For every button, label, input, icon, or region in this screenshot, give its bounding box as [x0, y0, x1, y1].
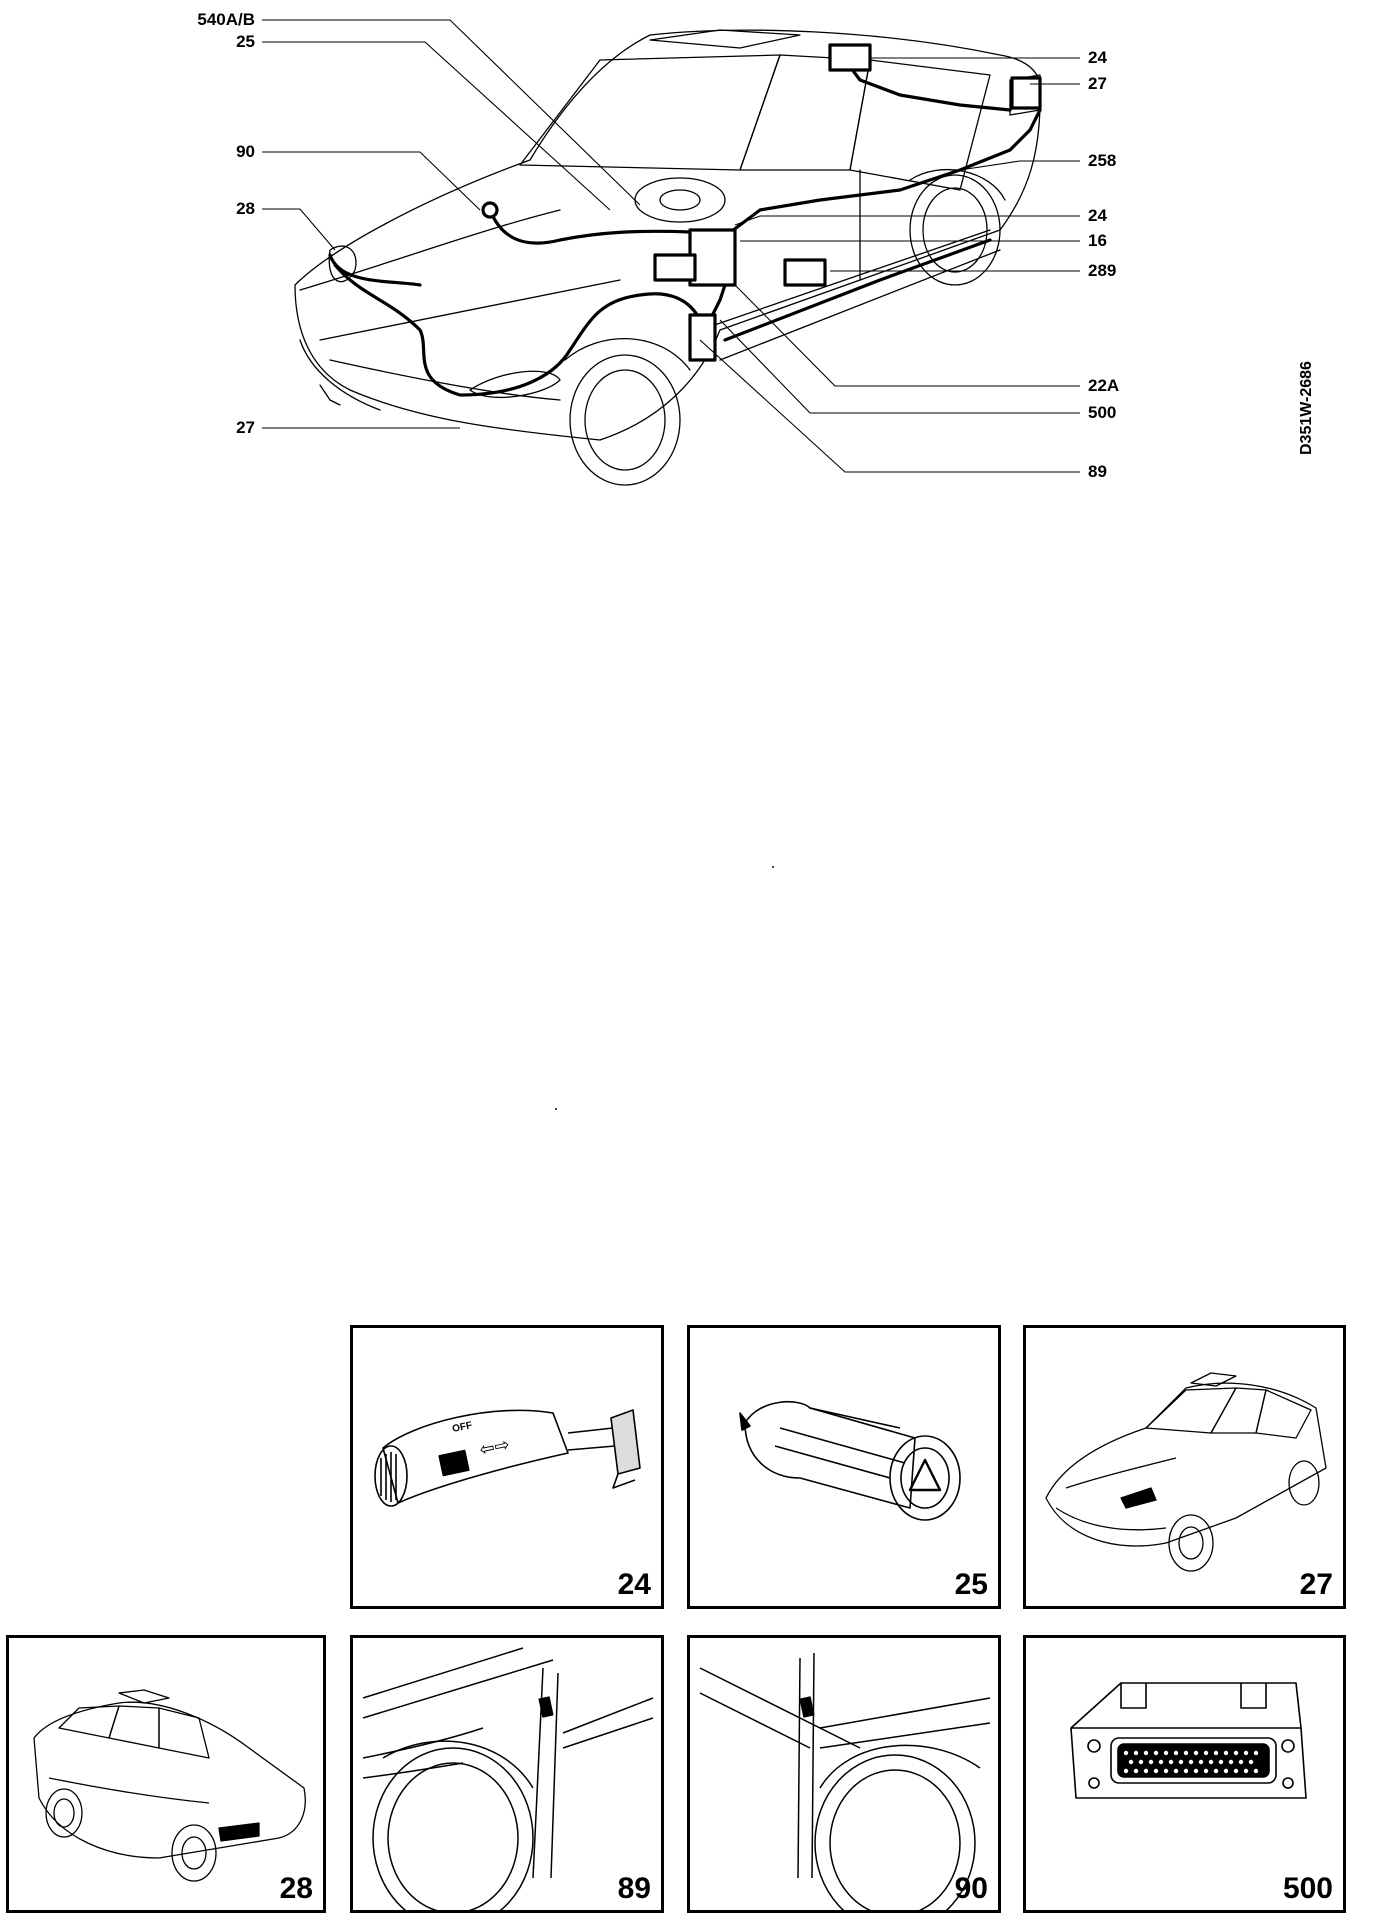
stalk-off-label: OFF — [451, 1420, 473, 1435]
callout-258: 258 — [1088, 151, 1117, 170]
callout-24-roof: 24 — [1088, 48, 1107, 67]
callout-89: 89 — [1088, 462, 1107, 481]
callout-25: 25 — [236, 32, 255, 51]
hazard-switch-icon — [739, 1400, 961, 1521]
front-wheel-arch-icon — [362, 1647, 654, 1910]
turn-signal-stalk-icon: OFF ⇦⇨ — [374, 1409, 641, 1507]
car-rear-view-icon — [33, 1689, 306, 1882]
callout-500: 500 — [1088, 403, 1117, 422]
panel-25: 25 — [687, 1325, 1001, 1609]
car-wiring-diagram — [262, 19, 1080, 486]
callout-22a: 22A — [1088, 376, 1120, 395]
callout-90: 90 — [236, 142, 255, 161]
panel-number: 25 — [954, 1568, 988, 1601]
panel-28: 28 — [6, 1635, 326, 1913]
figure-code-text: D351W-2686 — [1298, 361, 1315, 455]
panel-number: 27 — [1299, 1568, 1333, 1601]
panel-number: 90 — [954, 1872, 988, 1905]
callout-16: 16 — [1088, 231, 1107, 250]
panel-number: 500 — [1282, 1872, 1333, 1905]
callout-289: 289 — [1088, 261, 1117, 280]
front-wheel-arch-icon — [699, 1652, 991, 1910]
panel-number: 24 — [617, 1568, 651, 1601]
panel-500: 500 — [1023, 1635, 1346, 1913]
panel-27: 27 — [1023, 1325, 1346, 1609]
panel-number: 28 — [279, 1872, 313, 1905]
car-front-view-icon — [1045, 1372, 1327, 1572]
callout-27-rear: 27 — [1088, 74, 1107, 93]
stalk-arrow-symbol: ⇦⇨ — [478, 1434, 512, 1461]
panel-89: 89 — [350, 1635, 664, 1913]
callout-28: 28 — [236, 199, 255, 218]
callout-27-front: 27 — [236, 418, 255, 437]
callout-540ab: 540A/B — [197, 10, 255, 29]
panel-number: 89 — [617, 1872, 651, 1905]
panel-24: OFF ⇦⇨ 24 — [350, 1325, 664, 1609]
control-module-connector-icon — [1070, 1682, 1307, 1799]
callout-24-stalk: 24 — [1088, 206, 1107, 225]
panel-90: 90 — [687, 1635, 1001, 1913]
